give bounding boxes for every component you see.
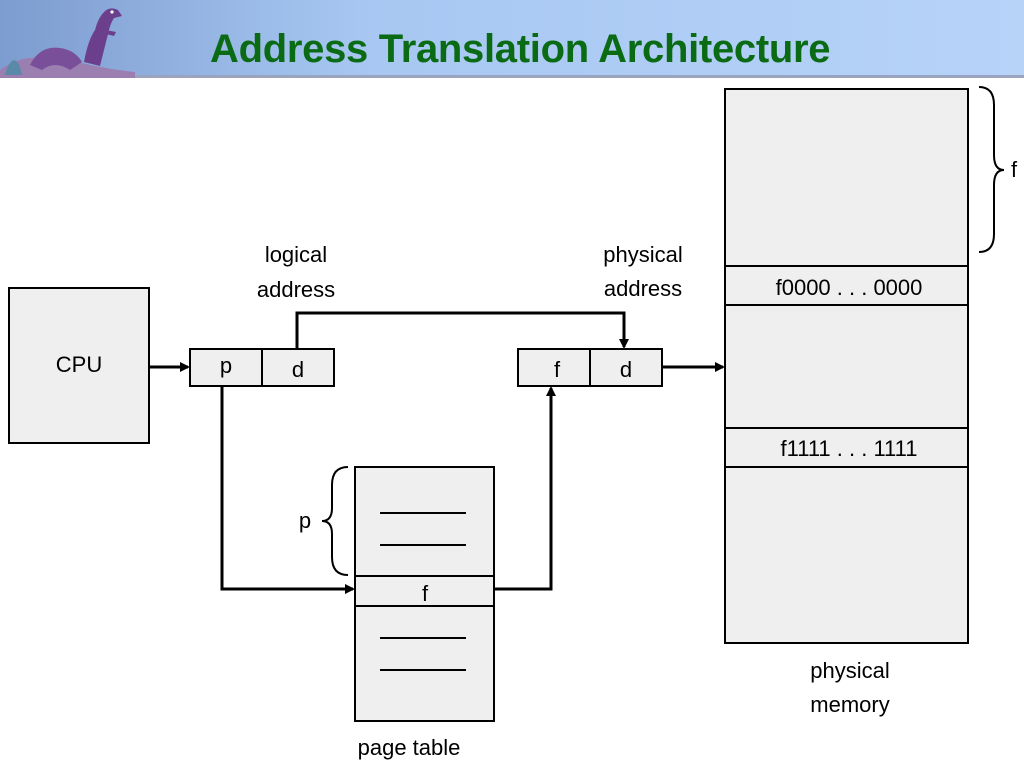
page-table-brace-label: p bbox=[299, 508, 311, 533]
memory-caption-line1: physical bbox=[810, 658, 889, 683]
physical-address-register: f d bbox=[517, 348, 663, 387]
physical-d-label: d bbox=[620, 357, 632, 382]
page-table: f bbox=[354, 466, 495, 722]
arrow-p-to-page-table bbox=[220, 386, 355, 594]
frame-start-label: f0000 . . . 0000 bbox=[776, 275, 923, 300]
slide-header: Address Translation Architecture bbox=[0, 0, 1024, 78]
logical-d-label: d bbox=[292, 357, 304, 382]
page-table-caption: page table bbox=[358, 735, 461, 760]
page-table-brace bbox=[321, 466, 349, 576]
physical-f-label: f bbox=[554, 357, 561, 382]
page-table-entry-label: f bbox=[422, 581, 429, 606]
frame-brace bbox=[978, 86, 1005, 253]
cpu-label: CPU bbox=[56, 352, 102, 377]
logical-d-cell bbox=[261, 348, 335, 387]
logical-p-label: p bbox=[220, 353, 232, 378]
page-title: Address Translation Architecture bbox=[210, 27, 831, 71]
physical-f-cell bbox=[517, 348, 591, 387]
logical-address-register: p d bbox=[189, 348, 335, 387]
frame-end-label: f1111 . . . 1111 bbox=[781, 436, 918, 461]
physical-address-label-line1: physical bbox=[603, 242, 682, 267]
arrow-frame-to-physical bbox=[494, 386, 556, 591]
dinosaur-logo-icon bbox=[0, 8, 135, 78]
frame-brace-label: f bbox=[1011, 157, 1018, 182]
memory-caption-line2: memory bbox=[810, 692, 889, 717]
physical-memory: f0000 . . . 0000 f1111 . . . 1111 bbox=[724, 88, 969, 644]
arrow-d-offset bbox=[295, 311, 629, 349]
cpu-box: CPU bbox=[8, 287, 150, 444]
logical-p-cell bbox=[189, 348, 263, 387]
physical-address-label-line2: address bbox=[604, 276, 682, 301]
logical-address-label-line2: address bbox=[257, 277, 335, 302]
logical-address-label-line1: logical bbox=[265, 242, 327, 267]
